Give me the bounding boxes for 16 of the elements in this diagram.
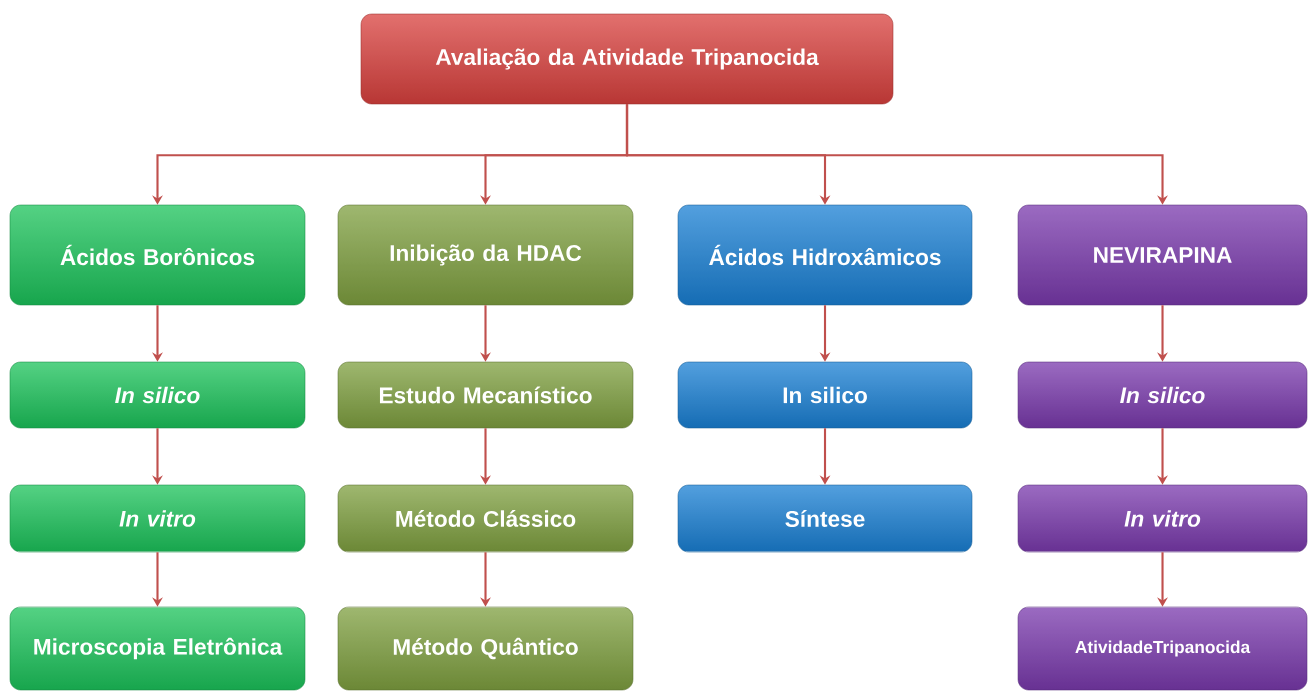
process-box: Ácidos Hidroxâmicos: [677, 204, 973, 306]
process-box: Método Quântico: [337, 606, 634, 691]
process-box: In silico: [9, 361, 306, 429]
title-box: Avaliação da Atividade Tripanocida: [360, 13, 894, 105]
process-box: Método Clássico: [337, 484, 634, 553]
process-box: Inibição da HDAC: [337, 204, 634, 306]
process-box: Microscopia Eletrônica: [9, 606, 306, 691]
process-box: In silico: [1017, 361, 1308, 429]
process-box: In vitro: [1017, 484, 1308, 553]
process-box: NEVIRAPINA: [1017, 204, 1308, 306]
process-box: Síntese: [677, 484, 973, 553]
process-box: In silico: [677, 361, 973, 429]
process-box: Ácidos Borônicos: [9, 204, 306, 306]
process-box: AtividadeTripanocida: [1017, 606, 1308, 691]
process-box: Estudo Mecanístico: [337, 361, 634, 429]
process-box: In vitro: [9, 484, 306, 553]
